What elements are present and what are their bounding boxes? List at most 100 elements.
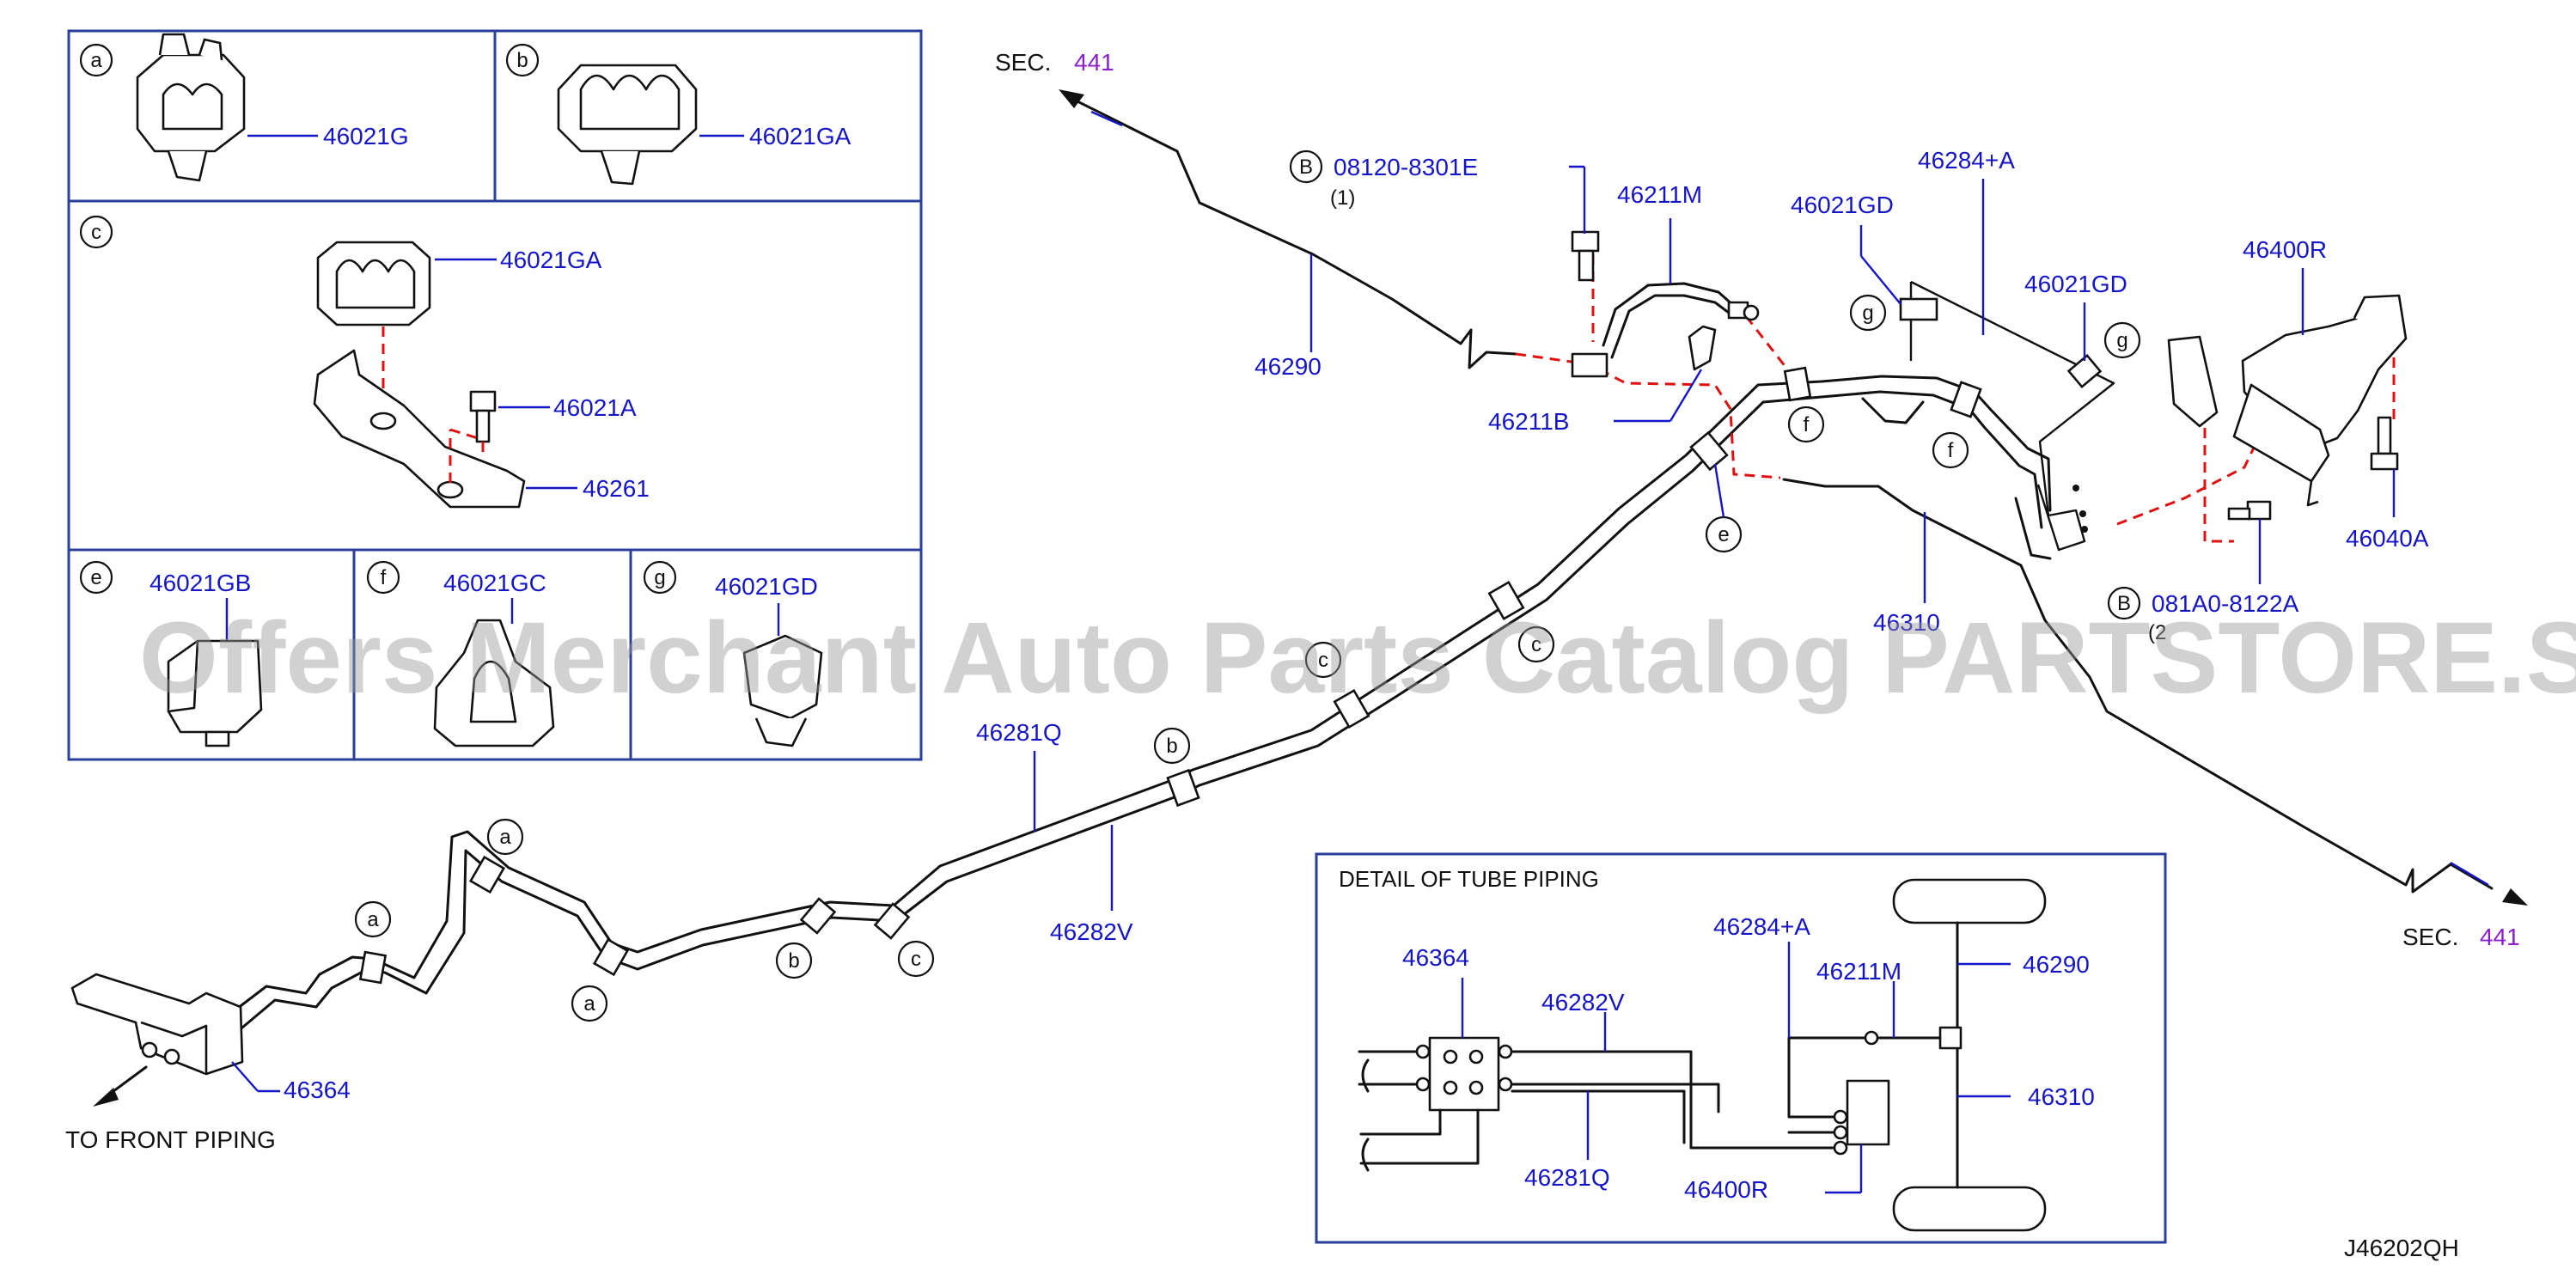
sec-441-top: SEC. 441: [995, 49, 1134, 131]
clip-cell-g: g 46021GD: [643, 560, 823, 747]
cell-a-letter: a: [90, 49, 102, 72]
sec-number-bottom: 441: [2480, 924, 2520, 950]
line-46310: [1782, 478, 2452, 894]
bolt-081A0-8122A: [2227, 500, 2272, 521]
cell-g-letter: g: [654, 566, 665, 589]
detail-title: DETAIL OF TUBE PIPING: [1339, 866, 1599, 892]
callout-f2: f: [1948, 439, 1954, 462]
callout-b2: b: [1166, 735, 1177, 758]
clip-46021GD-illustration: [742, 634, 823, 747]
clip-cell-a: a 46021G: [79, 33, 409, 182]
bolt-callout-B2-prefix: B: [2117, 592, 2131, 615]
clip-cell-c: c 46021GA 46021A 46261: [79, 215, 650, 509]
label-46282V: 46282V: [1050, 918, 1133, 945]
main-part-labels: 46290 B 08120-8301E (1) 46211M 46211B 46…: [65, 147, 2429, 1153]
clip-cell-e: e 46021GB: [79, 560, 263, 747]
callout-a1: a: [367, 908, 379, 931]
detail-rear-wheel: [1892, 1186, 2047, 1232]
watermark: Offers Merchant Auto Parts Catalog PARTS…: [139, 601, 2576, 715]
sec-label-bottom: SEC.: [2402, 924, 2458, 950]
detail-front-wheel: [1892, 878, 2047, 924]
sec-441-bottom: SEC. 441: [2402, 888, 2528, 950]
callout-f1: f: [1804, 413, 1810, 436]
bolt-callout-B1-prefix: B: [1299, 156, 1313, 179]
bracket-46261-illustration: [313, 349, 526, 509]
part-46021GD-g: 46021GD: [715, 573, 818, 600]
bolt-callout-B1-part: 08120-8301E: [1334, 154, 1478, 180]
sec-number-top: 441: [1074, 49, 1114, 76]
cell-e-letter: e: [90, 566, 101, 589]
junction-block-46364: [70, 973, 280, 1107]
label-46290: 46290: [1254, 353, 1322, 380]
label-46310: 46310: [1873, 609, 1940, 636]
callout-c2: c: [1318, 649, 1328, 672]
drawing-code: J46202QH: [2344, 1235, 2459, 1261]
tube-clips: [358, 366, 1982, 985]
detail-frame: [1315, 852, 2167, 1244]
part-46021GA-c: 46021GA: [500, 247, 602, 273]
main-brake-lines: [229, 127, 2494, 1029]
line-46290: [1131, 127, 1517, 369]
callout-a2: a: [499, 826, 511, 849]
callout-c3: c: [1531, 633, 1541, 656]
clip-callouts: a a a b b c c c e f f g g: [354, 294, 2141, 1022]
callout-a3: a: [583, 992, 595, 1016]
clip-46021GD-upper: [1899, 297, 1938, 321]
label-46400R: 46400R: [2243, 236, 2327, 263]
detail-label-46290: 46290: [2023, 951, 2090, 978]
clip-46021G-illustration: [136, 33, 246, 182]
clip-46021GA-c-illustration: [316, 241, 431, 326]
clip-46021GA-illustration: [557, 64, 698, 186]
part-46021GC: 46021GC: [443, 570, 546, 596]
cell-c-letter: c: [91, 221, 101, 244]
clip-reference-panel: a 46021G b 46021GA c: [67, 29, 923, 761]
bolt-08120-8301E: [1571, 230, 1600, 253]
label-46021GD-lower: 46021GD: [2024, 271, 2127, 297]
label-46211M: 46211M: [1617, 181, 1702, 208]
label-46281Q: 46281Q: [976, 719, 1062, 746]
clip-46021GC-illustration: [433, 619, 555, 747]
detail-valve-46400R: [1846, 1079, 1890, 1146]
sec-label-top: SEC.: [995, 49, 1051, 76]
bolt-46021A-illustration: [469, 390, 497, 443]
label-46284A: 46284+A: [1918, 147, 2015, 174]
clip-cell-f: f 46021GC: [366, 560, 555, 747]
callout-c1: c: [911, 948, 921, 971]
clip-46021GB-illustration: [167, 639, 263, 747]
bolt-callout-B2-qty: (2: [2148, 621, 2166, 644]
label-46040A: 46040A: [2346, 525, 2429, 552]
bolt-46040A: [2377, 416, 2392, 455]
callout-e1: e: [1718, 523, 1729, 546]
label-46211B: 46211B: [1488, 408, 1569, 435]
detail-label-46400R: 46400R: [1684, 1176, 1768, 1203]
bracket-46284A: [1899, 280, 2115, 552]
bracket-46211B: [1614, 325, 1717, 423]
detail-label-46282V: 46282V: [1541, 989, 1625, 1016]
valve-46400R: [2167, 294, 2408, 507]
part-46021A: 46021A: [553, 394, 637, 421]
part-46021GB: 46021GB: [150, 570, 251, 596]
detail-label-46310: 46310: [2028, 1083, 2095, 1110]
hose-46211M: [1571, 230, 1760, 378]
clip-cell-b: b 46021GA: [505, 43, 852, 186]
detail-tube-piping: DETAIL OF TUBE PIPING 46364: [1315, 852, 2167, 1244]
tube-46282V: [241, 390, 2043, 1029]
bolt-callout-B1-qty: (1): [1330, 186, 1355, 210]
clip-46021GD-lower: [2066, 353, 2103, 389]
label-to-front-piping: TO FRONT PIPING: [65, 1126, 276, 1153]
part-46021G: 46021G: [323, 123, 409, 149]
callout-g2: g: [2116, 329, 2127, 352]
tube-46281Q: [229, 375, 2052, 1016]
detail-label-46284A: 46284+A: [1713, 913, 1810, 940]
label-46021GD-upper: 46021GD: [1791, 192, 1894, 218]
part-46021GA-b: 46021GA: [749, 123, 852, 149]
bolt-callout-B2-part: 081A0-8122A: [2152, 590, 2299, 617]
callout-b1: b: [788, 949, 799, 973]
detail-label-46211M: 46211M: [1816, 958, 1901, 985]
cell-b-letter: b: [516, 49, 528, 72]
detail-block-46364: [1428, 1036, 1500, 1112]
label-46364: 46364: [284, 1077, 351, 1103]
part-46261: 46261: [583, 475, 650, 502]
cell-f-letter: f: [381, 566, 387, 589]
